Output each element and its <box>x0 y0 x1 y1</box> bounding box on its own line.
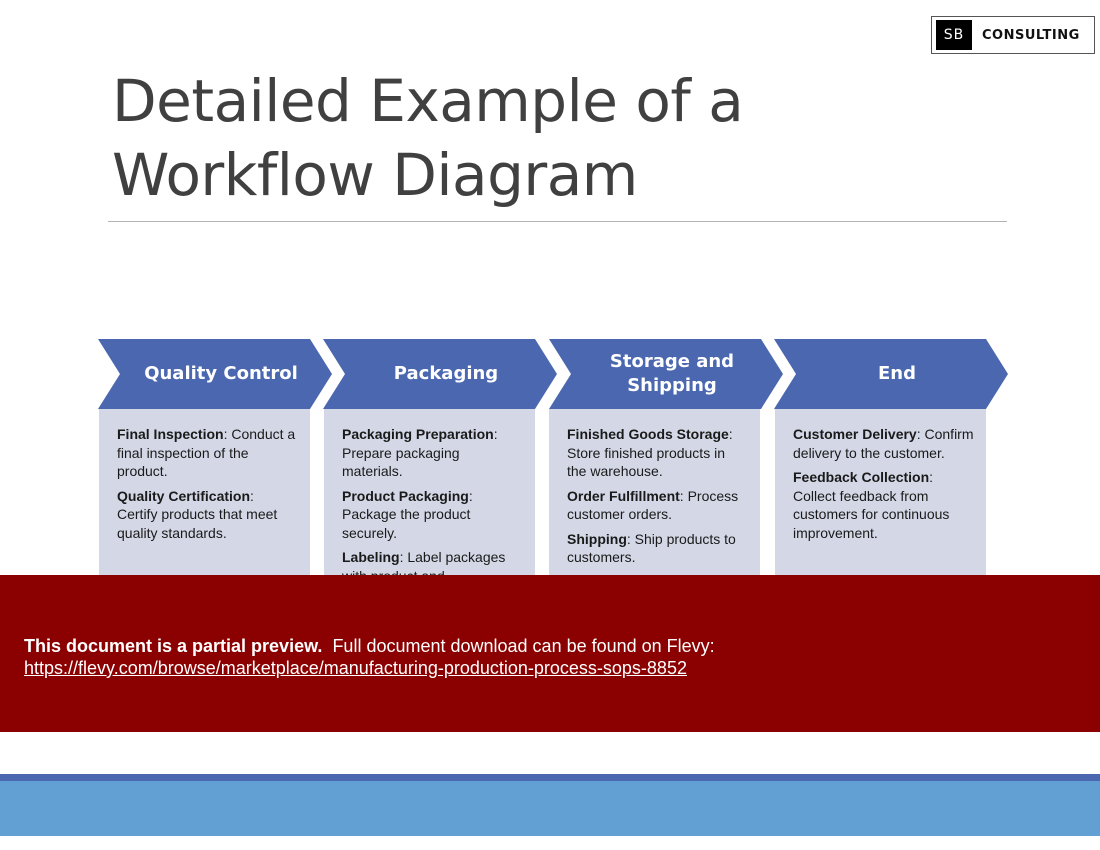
detail-desc: : Process customer orders. <box>567 487 739 523</box>
detail-item: Labeling: Label packages with product an… <box>342 548 523 579</box>
banner-message: This document is a partial preview. Full… <box>24 635 715 679</box>
detail-item: Quality Certification: Certify products … <box>117 487 298 543</box>
step-packaging-header: Packaging <box>323 339 557 409</box>
detail-term: Final Inspection <box>117 426 224 442</box>
detail-item: Customer Delivery: Confirm delivery to t… <box>793 425 974 462</box>
detail-term: Customer Delivery <box>793 426 917 442</box>
detail-item: Order Fulfillment: Process customer orde… <box>567 487 748 524</box>
detail-desc: : Package the product securely. <box>342 487 473 541</box>
detail-term: Product Packaging <box>342 487 469 504</box>
preview-banner: This document is a partial preview. Full… <box>0 575 1100 732</box>
title-line-2: Workflow Diagram <box>112 141 638 209</box>
step-end-header: End <box>774 339 1008 409</box>
download-link[interactable]: https://flevy.com/browse/marketplace/man… <box>24 658 687 678</box>
detail-item: Shipping: Ship products to customers. <box>567 530 748 567</box>
step-end-details: Customer Delivery: Confirm delivery to t… <box>775 409 986 579</box>
banner-text: Full document download can be found on F… <box>332 636 715 656</box>
detail-item: Product Packaging: Package the product s… <box>342 487 523 543</box>
title-line-1: Detailed Example of a <box>112 67 744 135</box>
step-storage-shipping-details: Finished Goods Storage: Store finished p… <box>549 409 760 579</box>
title-divider <box>108 221 1007 222</box>
footer-stripe <box>0 774 1100 781</box>
step-packaging-details: Packaging Preparation: Prepare packaging… <box>324 409 535 579</box>
step-quality-control-details: Final Inspection: Conduct a final inspec… <box>99 409 310 579</box>
detail-desc: : Collect feedback from customers for co… <box>793 469 950 541</box>
step-quality-control-header: Quality Control <box>98 339 332 409</box>
detail-desc: : Ship products to customers. <box>567 530 736 566</box>
detail-term: Order Fulfillment <box>567 487 680 504</box>
detail-term: Quality Certification <box>117 487 251 504</box>
detail-term: Feedback Collection <box>793 469 930 485</box>
step-storage-shipping-label: Storage and Shipping <box>609 351 735 396</box>
logo-text: CONSULTING <box>982 27 1080 43</box>
footer-band <box>0 781 1100 836</box>
detail-desc: : Prepare packaging materials. <box>342 426 498 479</box>
detail-desc: : Store finished products in the warehou… <box>567 426 733 479</box>
detail-item: Finished Goods Storage: Store finished p… <box>567 425 748 481</box>
page-title: Detailed Example of a Workflow Diagram <box>112 64 932 212</box>
detail-desc: : Conduct a final inspection of the prod… <box>117 426 296 479</box>
logo-mark: SB <box>936 20 972 50</box>
detail-desc: : Confirm delivery to the customer. <box>793 426 974 461</box>
banner-bold-text: This document is a partial preview. <box>24 636 323 656</box>
detail-term: Shipping <box>567 530 627 547</box>
detail-term: Finished Goods Storage <box>567 426 729 442</box>
detail-desc: : Label packages with product and <box>342 549 506 579</box>
sb-consulting-logo: SB CONSULTING <box>931 16 1095 54</box>
detail-term: Packaging Preparation <box>342 426 494 442</box>
detail-item: Feedback Collection: Collect feedback fr… <box>793 468 974 542</box>
detail-item: Packaging Preparation: Prepare packaging… <box>342 425 523 481</box>
step-storage-shipping-header: Storage and Shipping <box>549 339 783 409</box>
detail-item: Final Inspection: Conduct a final inspec… <box>117 425 298 481</box>
detail-desc: : Certify products that meet quality sta… <box>117 487 278 541</box>
detail-term: Labeling <box>342 549 400 565</box>
